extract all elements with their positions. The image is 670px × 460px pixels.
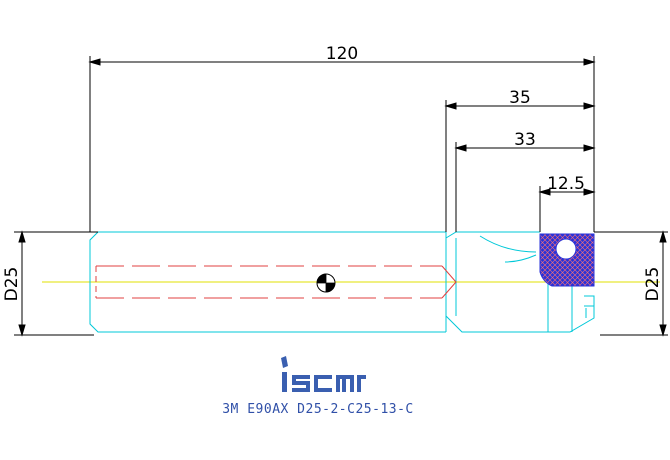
dim-head-length-label: 35: [509, 88, 531, 108]
cutting-insert: [539, 233, 595, 287]
dim-overall-length: [88, 56, 596, 232]
dim-cut-diameter: [594, 230, 668, 337]
centroid-marker: [316, 273, 336, 293]
tool-designation: 3M E90AX D25-2-C25-13-C: [222, 402, 414, 417]
bore-end: [95, 265, 457, 299]
dim-neck-length-label: 33: [514, 130, 536, 150]
dim-shank-diameter: [14, 230, 98, 337]
dim-overall-length-label: 120: [326, 44, 358, 64]
coolant-bore-hidden-line: [96, 265, 442, 299]
dim-neck-length: [454, 142, 596, 232]
shank-outline: [89, 231, 447, 333]
dim-head-length: [444, 100, 596, 232]
dim-shank-diameter-label: D25: [2, 267, 22, 302]
dim-insert-length-label: 12.5: [547, 174, 585, 194]
dim-insert-length: [538, 186, 596, 232]
dim-cut-diameter-label: D25: [643, 267, 663, 302]
brand-logo: [281, 356, 366, 392]
